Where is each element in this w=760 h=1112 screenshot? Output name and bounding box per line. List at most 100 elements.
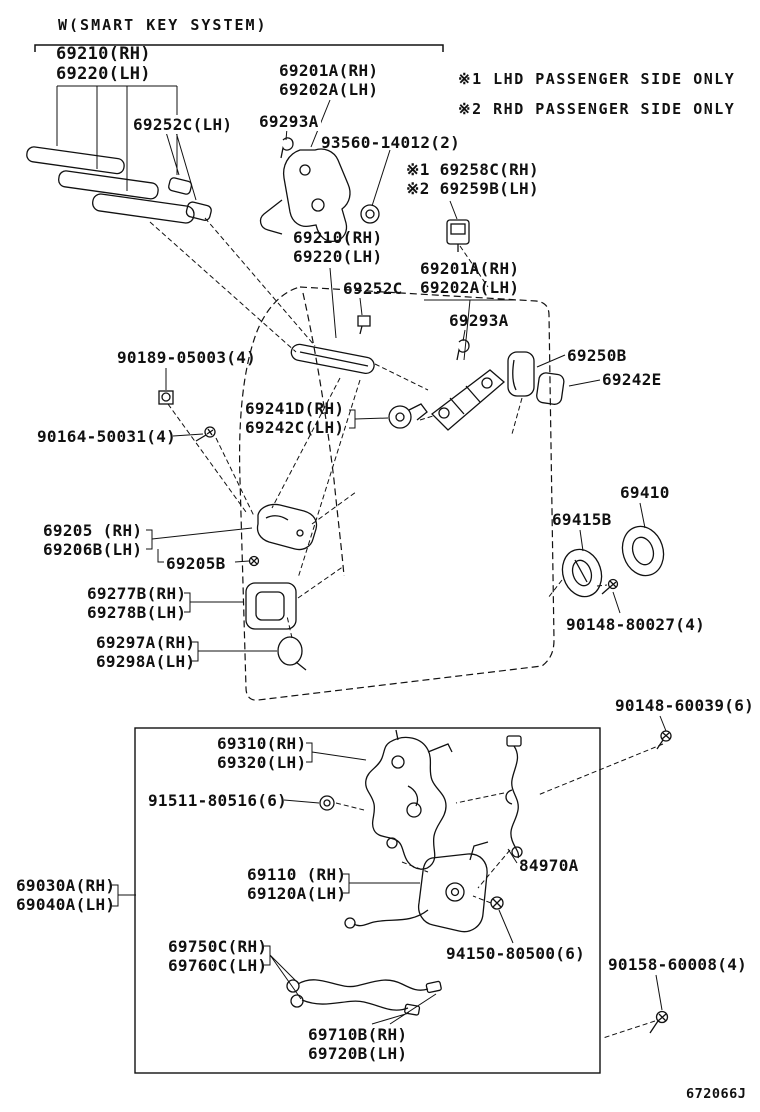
part-number: 69202A(LH) (420, 278, 520, 297)
cap-main-part (357, 315, 371, 335)
label-inside-handle: 69205 (RH) 69206B(LH) (43, 521, 142, 559)
inside-handle-part (256, 503, 318, 551)
note-lhd: ※1 LHD PASSENGER SIDE ONLY (458, 70, 736, 88)
cushion-part (621, 525, 665, 577)
label-outer-handle: 69210(RH) 69220(LH) (293, 228, 382, 266)
dashed-leader-lines (149, 217, 664, 1039)
screw-inside-part (248, 555, 260, 567)
part-number: 69220(LH) (293, 247, 383, 266)
outer-handle-main-part (290, 343, 375, 375)
leader-lines (56, 85, 667, 1025)
screw-handle-part (195, 426, 216, 442)
label-screw-handle: 90164-50031(4) (37, 427, 177, 446)
smart-key-bracket (34, 44, 444, 52)
part-number: 69201A(RH) (279, 61, 379, 80)
label-screw-door-lock: 94150-80500(6) (446, 944, 586, 963)
label-screw-cushion: 90148-80027(4) (566, 615, 706, 634)
figure-code: 672066J (686, 1086, 747, 1102)
part-number: 69202A(LH) (279, 80, 379, 99)
label-screw-lock-control: 90148-60039(6) (615, 696, 755, 715)
label-frame-smart-key: 69201A(RH) 69202A(LH) (279, 61, 378, 99)
release-cable-parts (286, 979, 442, 1016)
smart-key-system-note: W(SMART KEY SYSTEM) (58, 16, 268, 34)
part-number: 69278B(LH) (87, 603, 187, 622)
door-lock-part (344, 841, 489, 933)
part-number: 69201A(RH) (420, 259, 520, 278)
door-panel-outline (238, 286, 555, 701)
cap-inside-part (277, 636, 307, 671)
bolt-lock-control-part (319, 795, 335, 811)
part-number: 69110 (RH) (247, 865, 347, 884)
screw-door-lock-part (490, 896, 504, 910)
part-number: 69750C(RH) (168, 937, 268, 956)
label-screw-inside-handle: 69205B (166, 554, 226, 573)
part-number: 69206B(LH) (43, 540, 143, 559)
cover-front-part (507, 351, 535, 397)
part-number: 69210(RH) (293, 228, 383, 247)
label-key-cylinder: 69241D(RH) 69242C(LH) (245, 399, 344, 437)
label-outer-handle-smart-key: 69210(RH) 69220(LH) (56, 44, 151, 84)
label-cap-smart-key: 69252C(LH) (131, 115, 235, 134)
grommet-part (360, 204, 380, 224)
part-number: 69710B(RH) (308, 1025, 408, 1044)
part-number: 69298A(LH) (96, 652, 196, 671)
lock-control-part (365, 729, 453, 870)
label-cap: 69252C (343, 279, 403, 298)
clip-smart-key-part (280, 137, 294, 159)
label-screw-frame: 90158-60008(4) (608, 955, 748, 974)
part-number: 69210(RH) (56, 44, 151, 64)
part-number: 69205 (RH) (43, 521, 143, 540)
part-number: 69120A(LH) (247, 884, 347, 903)
screw-lock-control-part (656, 730, 672, 750)
part-drawings (26, 137, 672, 1074)
part-number: 69297A(RH) (96, 633, 196, 652)
bezel-part (245, 582, 297, 630)
screw-cushion-part (601, 578, 619, 595)
label-clip: 69293A (449, 311, 509, 330)
label-release-cable: 69750C(RH) 69760C(LH) (168, 937, 267, 975)
sensor-part (446, 219, 470, 252)
label-clip-smart-key: 69293A (257, 112, 321, 131)
label-frame: 69201A(RH) 69202A(LH) (420, 259, 519, 297)
part-number: ※1 69258C(RH) (406, 160, 539, 179)
part-number: 69040A(LH) (16, 895, 116, 914)
label-cushion: 69410 (620, 483, 670, 502)
part-number: 69241D(RH) (245, 399, 345, 418)
handle-frame-smart-key-part (259, 148, 351, 243)
part-number: 69220(LH) (56, 64, 151, 84)
label-cushion-b: 69415B (552, 510, 612, 529)
clip-main-part (456, 339, 470, 361)
label-door-lock: 69110 (RH) 69120A(LH) (247, 865, 346, 903)
label-lock-set: 69030A(RH) 69040A(LH) (16, 876, 115, 914)
label-cover-front: 69250B (567, 346, 627, 365)
label-open-cable: 69710B(RH) 69720B(LH) (308, 1025, 407, 1063)
label-cap-inside: 69297A(RH) 69298A(LH) (96, 633, 195, 671)
handle-frame-main-part (431, 369, 505, 431)
part-number: 69760C(LH) (168, 956, 268, 975)
part-number: 69310(RH) (217, 734, 307, 753)
outer-handle-smart-key-parts (26, 146, 212, 224)
nut-part (158, 390, 174, 405)
screw-frame-part (649, 1010, 669, 1034)
note-rhd: ※2 RHD PASSENGER SIDE ONLY (458, 100, 736, 118)
part-number: 69320(LH) (217, 753, 307, 772)
label-lock-cable: 84970A (519, 856, 579, 875)
lock-cable-part (505, 735, 523, 859)
label-grommet: 93560-14012(2) (321, 133, 461, 152)
key-cylinder-part (388, 403, 428, 429)
label-cover-rear: 69242E (602, 370, 662, 389)
label-bezel: 69277B(RH) 69278B(LH) (87, 584, 186, 622)
label-bolt-lock-control: 91511-80516(6) (148, 791, 288, 810)
cover-rear-part (536, 372, 565, 405)
part-number: 69242C(LH) (245, 418, 345, 437)
label-sensor: ※1 69258C(RH) ※2 69259B(LH) (406, 160, 539, 198)
part-number: 69720B(LH) (308, 1044, 408, 1063)
lower-assembly-box (134, 727, 601, 1074)
part-number: 69277B(RH) (87, 584, 187, 603)
part-number: ※2 69259B(LH) (406, 179, 539, 198)
cushion-b-part (561, 548, 603, 598)
part-number: 69030A(RH) (16, 876, 116, 895)
label-lock-control: 69310(RH) 69320(LH) (217, 734, 306, 772)
